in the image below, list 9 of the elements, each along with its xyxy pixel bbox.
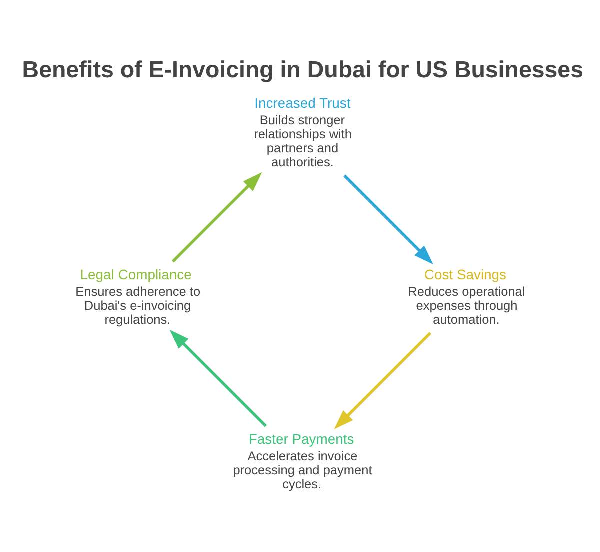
arrow: [344, 174, 434, 264]
node-text: Increased Trust Builds stronger relationships with partners and authorities.: [254, 94, 352, 169]
node-text: Cost Savings Reduces operational expenses through automation.: [408, 266, 526, 326]
arrow: [334, 332, 432, 429]
node-text: Faster Payments Accelerates invoice processing and payment cycles.: [233, 430, 372, 491]
node-text: Legal Compliance Ensures adherence to Dubai's e-invoicing regulations.: [76, 266, 201, 326]
arrow: [172, 172, 262, 262]
arrow: [170, 329, 268, 427]
diagram-title: Benefits of E-Invoicing in Dubai for US Businesses: [22, 56, 584, 82]
